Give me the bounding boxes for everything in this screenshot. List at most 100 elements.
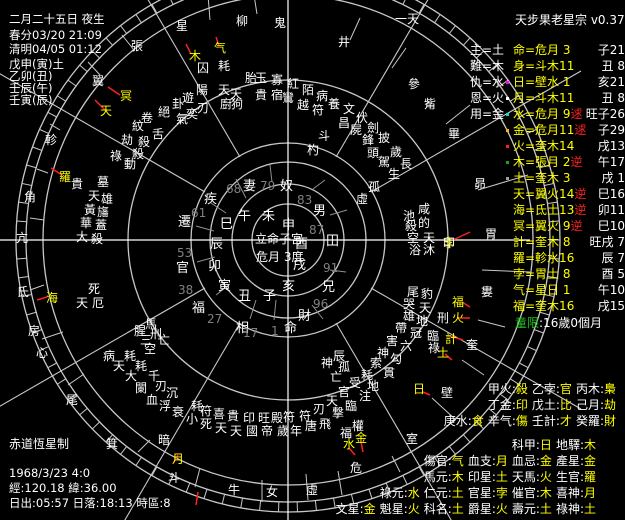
stem-row: 庚水:食辛气:傷壬計:才癸羅:財 [444,412,620,429]
god-value: 土 [451,502,464,516]
app-title: 天步果老星宗 v0.37 [515,13,625,27]
planet-sign-pos: 戌15 [597,299,625,313]
palace-degree: 61 [191,206,207,220]
god-key: 血忌: [511,454,540,468]
mansion-label: 虛 [306,483,319,497]
stem-key: 癸羅: [575,414,604,428]
pillar-month: 乙卯(丑) [9,68,53,83]
palace-degree: 96 [313,297,329,311]
mansion-label: 昴 [474,177,487,191]
planet-sign-pos: 丑 8 [601,91,625,105]
planet-color-dot-icon [506,49,509,52]
mansion-label: 尾 [66,393,79,407]
god-key: 仁元: [423,486,452,500]
planet-glyph: 水 [343,437,356,451]
god-row: 馬元:木印星:土天馬:火生官:羅 [424,468,600,485]
palace-degree: 17 [243,326,259,340]
stem-key: 甲火: [487,382,516,396]
earthly-branch-label: 巳 [220,217,234,232]
stem-key: 壬計: [531,414,560,428]
pillar-hour: 壬寅(辰) [9,92,53,107]
stem-value: 傷 [515,414,528,428]
planet-color-dot-icon [506,209,509,212]
mansion-label: 柳 [236,14,249,28]
planet-name: 火=奎木14 [513,139,575,153]
age-limit-label: 童限 [515,316,540,330]
sun-times: 日出:05:57 日落:18:13 時區:8 [9,496,171,510]
planet-color-dot-icon [506,113,509,116]
god-value: 月 [495,454,508,468]
palace-degree: 1 [271,324,279,338]
planet-color-dot-icon [506,81,509,84]
god-key: 印星: [467,470,496,484]
birth-data: 1968/3/23 4:0 經:120.18 緯:36.00 日出:05:57 … [9,466,171,511]
planet-sign-pos: 子21 [597,43,625,57]
god-value: 金 [539,454,552,468]
date-line: 二月二十五日 夜生 [9,12,105,26]
planet-color-dot-icon [506,145,509,148]
god-value: 金 [583,454,596,468]
god-row: 文星:金魁星:火科名:土爵星:火壽元:土祿神:土 [336,500,600,517]
planet-glyph: 金 [355,431,368,445]
earthly-branch-label: 辰 [210,237,224,252]
earthly-branch-label: 寅 [218,279,232,294]
god-value: 木 [539,486,552,500]
palace-label: 遷 [178,215,192,230]
stem-key: 丙木: [575,382,604,396]
planet-glyph: 福 [452,295,465,309]
god-key: 壽元: [511,502,540,516]
planet-row: 金=危月11逑子29 [506,122,625,138]
planet-name: 計=奎木 8 [513,235,571,249]
stem-key: 戊土: [531,398,560,412]
god-value: 木 [451,470,464,484]
planet-name: 海=氐土13 [513,203,575,217]
planet-name: 命=危月 3 [513,43,571,57]
earthly-branch-label: 卯 [208,259,222,274]
stem-key: 丁金: [487,398,516,412]
earthly-branch-label: 酉 [295,237,309,252]
palace-label: 福 [192,301,206,316]
planet-name: 金=危月11 [513,123,575,137]
planet-sign-pos: 旺子26 [585,107,625,121]
god-key: 生官: [555,470,584,484]
mansion-label: 室 [406,432,419,446]
planet-color-dot-icon [506,273,509,276]
mansion-label: 婁 [481,285,494,299]
palace-label: 田 [326,234,340,249]
header-info: 二月二十五日 夜生 春分03/20 21:09 清明04/05 01:12 戊申… [9,11,105,106]
role-item: 恩=火 [470,91,505,105]
palace-degree: 83 [297,193,313,207]
god-value: 金 [363,502,376,516]
stem-key: 乙孛: [531,382,560,396]
mansion-label: 翼 [92,74,105,88]
mansion-label: 參 [408,77,421,91]
stem-row: 甲火:殺乙孛:官丙木:梟 [488,380,620,397]
planet-name: 冥=翼火 9 [513,219,571,233]
mansion-label: 觜 [424,97,437,111]
god-key: 催官: [511,486,540,500]
mansion-label: 張 [131,39,144,53]
planet-row: 水=危月 9逑旺子26 [506,106,625,122]
mansion-label: 軫 [45,133,58,147]
planet-sign-pos: 巳10 [597,219,625,233]
palace-label: 官 [176,261,190,276]
palace-degree: 79 [260,179,276,193]
mansion-label: 畢 [448,127,461,141]
mansion-label: 牛 [228,483,241,497]
planet-color-dot-icon [506,97,509,100]
planet-color-dot-icon [506,177,509,180]
planet-retro: 逆 [570,155,583,169]
god-value: 土 [583,502,596,516]
palace-label: 妻 [243,179,257,194]
earthly-branch-label: 子 [263,289,277,304]
planet-sign-pos: 酉 5 [601,267,625,281]
god-value: 火 [495,502,508,516]
stem-key: 辛气: [487,414,516,428]
planet-name: 气=星日 1 [513,283,571,297]
god-value: 水 [407,486,420,500]
palace-label: 財 [298,309,312,324]
palace-degree: 38 [178,283,194,297]
